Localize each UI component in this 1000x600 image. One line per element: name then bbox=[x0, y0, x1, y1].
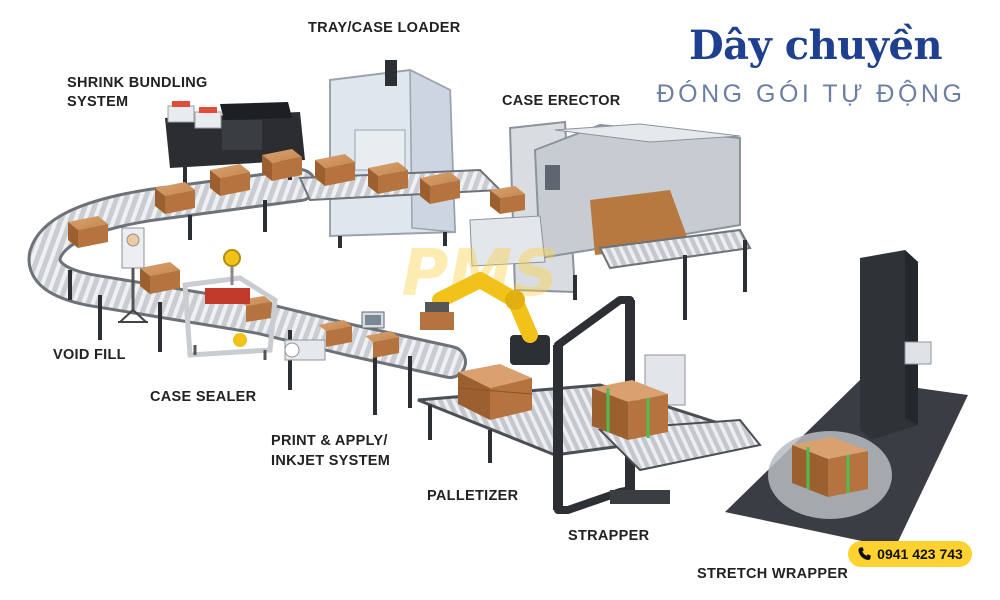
label-void-fill: VOID FILL bbox=[53, 347, 126, 363]
strapper-machine bbox=[553, 296, 762, 514]
box bbox=[365, 331, 399, 358]
phone-icon bbox=[858, 547, 871, 561]
conveyor-boxes bbox=[68, 149, 525, 358]
box bbox=[315, 154, 355, 186]
case-erector-machine bbox=[469, 120, 752, 320]
wrapped-pallet-load bbox=[792, 437, 868, 497]
box bbox=[420, 172, 460, 204]
box bbox=[490, 186, 525, 214]
label-print-apply-line1: PRINT & APPLY/ bbox=[271, 433, 388, 449]
box bbox=[210, 164, 250, 196]
label-palletizer: PALLETIZER bbox=[427, 488, 519, 504]
label-case-erector: CASE ERECTOR bbox=[502, 93, 621, 109]
brand-subtitle: ĐÓNG GÓI TỰ ĐỘNG bbox=[656, 80, 966, 108]
label-shrink-bundling-line2: SYSTEM bbox=[67, 94, 129, 110]
hotline-number: 0941 423 743 bbox=[877, 546, 963, 562]
label-tray-case-loader: TRAY/CASE LOADER bbox=[308, 20, 461, 36]
strapped-pallet-load bbox=[592, 380, 668, 440]
hotline-badge[interactable]: 0941 423 743 bbox=[848, 541, 972, 567]
void-fill-machine bbox=[118, 227, 148, 323]
box bbox=[368, 162, 408, 194]
main-conveyor bbox=[27, 168, 467, 415]
print-apply-machine bbox=[284, 311, 385, 361]
robot-arm bbox=[420, 272, 550, 365]
label-strapper: STRAPPER bbox=[568, 528, 650, 544]
label-stretch-wrapper: STRETCH WRAPPER bbox=[697, 566, 849, 582]
box bbox=[262, 149, 302, 181]
label-shrink-bundling-line1: SHRINK BUNDLING bbox=[67, 75, 208, 91]
brand-title: Dây chuyền bbox=[688, 22, 943, 69]
case-sealer-machine bbox=[182, 249, 278, 360]
label-case-sealer: CASE SEALER bbox=[150, 389, 257, 405]
box bbox=[318, 320, 352, 347]
box bbox=[68, 216, 108, 248]
pallet-load bbox=[457, 364, 533, 420]
box bbox=[140, 262, 180, 294]
box bbox=[155, 182, 195, 214]
stretch-wrapper-machine bbox=[725, 250, 968, 548]
label-print-apply-line2: INKJET SYSTEM bbox=[271, 453, 391, 469]
